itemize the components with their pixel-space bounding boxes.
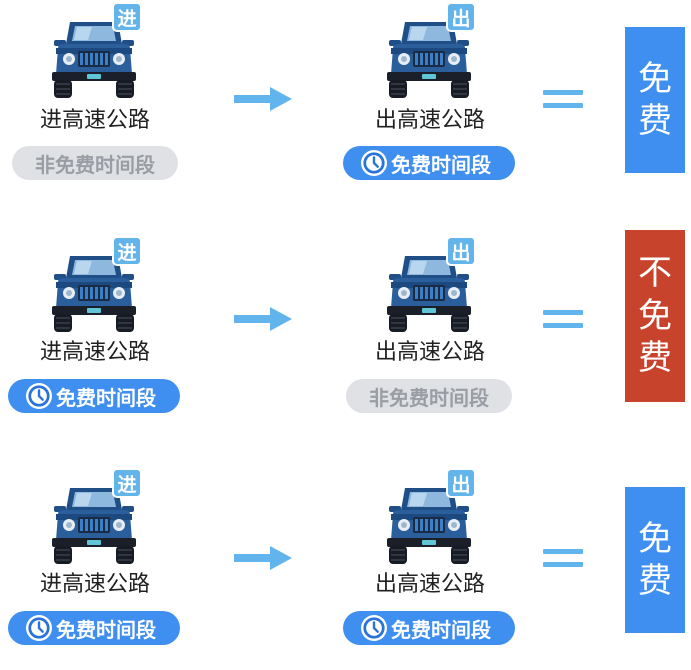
result-box: 免 费 [625, 27, 685, 173]
result-char: 费 [638, 561, 672, 601]
scenario-row: 进 进高速公路 免费时间段 出 出高速公路 非免费时间段 不 免 费 [0, 230, 691, 440]
exit-label: 出高速公路 [374, 340, 485, 365]
exit-period-text: 免费时间段 [391, 617, 491, 642]
exit-period-text: 非免费时间段 [369, 385, 489, 410]
entry-period-pill: 免费时间段 [8, 611, 180, 645]
entry-badge: 进 [112, 2, 142, 32]
scenario-row: 进 进高速公路 免费时间段 出 出高速公路 免费时间段 免 费 [0, 460, 691, 670]
entry-period-text: 免费时间段 [56, 617, 156, 642]
scenario-row: 进 进高速公路 非免费时间段 出 出高速公路 免费时间段 免 费 [0, 0, 691, 210]
result-box: 免 费 [625, 487, 685, 633]
exit-badge: 出 [446, 236, 476, 266]
arrow-icon [234, 546, 292, 570]
result-char: 免 [638, 518, 672, 559]
entry-badge: 进 [112, 468, 142, 498]
exit-period-text: 免费时间段 [391, 152, 491, 177]
result-char: 不 [638, 253, 672, 294]
exit-label: 出高速公路 [374, 108, 485, 133]
result-char: 费 [638, 101, 672, 141]
entry-badge: 进 [112, 236, 142, 266]
equals-icon [543, 549, 583, 569]
result-char: 免 [638, 295, 672, 336]
exit-badge: 出 [446, 2, 476, 32]
clock-icon [26, 383, 52, 409]
exit-period-pill: 非免费时间段 [346, 379, 512, 413]
clock-icon [361, 615, 387, 641]
exit-badge: 出 [446, 468, 476, 498]
entry-label: 进高速公路 [39, 340, 150, 365]
exit-period-pill: 免费时间段 [343, 146, 515, 180]
result-char: 免 [638, 58, 672, 99]
entry-label: 进高速公路 [39, 108, 150, 133]
clock-icon [361, 150, 387, 176]
entry-period-pill: 免费时间段 [8, 379, 180, 413]
arrow-icon [234, 307, 292, 331]
exit-period-pill: 免费时间段 [343, 611, 515, 645]
result-box: 不 免 费 [625, 230, 685, 402]
entry-period-text: 非免费时间段 [35, 152, 155, 177]
entry-period-text: 免费时间段 [56, 385, 156, 410]
result-char: 费 [638, 338, 672, 379]
equals-icon [543, 90, 583, 110]
entry-period-pill: 非免费时间段 [12, 146, 178, 180]
entry-label: 进高速公路 [39, 572, 150, 597]
clock-icon [26, 615, 52, 641]
equals-icon [543, 310, 583, 330]
exit-label: 出高速公路 [374, 572, 485, 597]
arrow-icon [234, 87, 292, 111]
